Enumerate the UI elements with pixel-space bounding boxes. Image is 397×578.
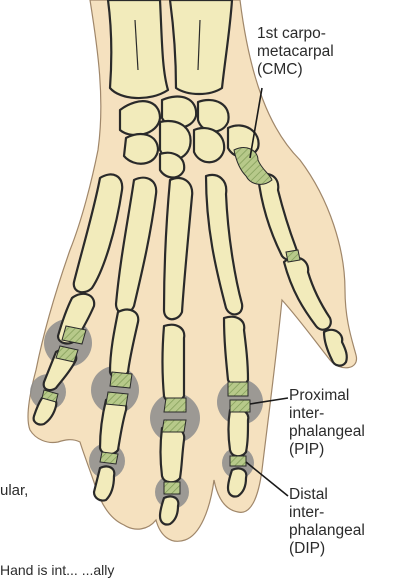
finger3-proximal-phalanx — [163, 325, 185, 402]
carpal-bone — [120, 101, 160, 135]
radius-bone — [108, 0, 168, 98]
pip-cartilage — [106, 392, 128, 406]
pip-label: Proximal inter- phalangeal (PIP) — [289, 387, 365, 459]
finger3-middle-phalanx — [161, 427, 185, 483]
thumb-cartilage — [286, 250, 300, 262]
dip-cartilage — [230, 456, 246, 466]
cropped-text-left: ular, — [0, 482, 28, 499]
cropped-text-bottom: Hand is int... ...ally — [0, 562, 114, 578]
mcp-cartilage — [228, 382, 248, 396]
finger4-middle-phalanx — [229, 409, 249, 457]
dip-cartilage — [100, 452, 118, 464]
carpal-bone — [198, 100, 229, 132]
carpal-bone — [124, 134, 158, 164]
pip-cartilage — [162, 420, 186, 432]
finger4-proximal-phalanx — [224, 317, 248, 386]
carpal-bone — [160, 153, 184, 178]
pip-cartilage — [230, 400, 250, 412]
dip-cartilage — [164, 482, 180, 494]
carpal-bone — [194, 128, 224, 162]
mcp-cartilage — [110, 372, 132, 388]
cmc-label: 1st carpo- metacarpal (CMC) — [257, 25, 334, 79]
ulna-bone — [170, 0, 232, 94]
mcp-cartilage — [164, 398, 186, 412]
dip-label: Distal inter- phalangeal (DIP) — [289, 486, 365, 558]
